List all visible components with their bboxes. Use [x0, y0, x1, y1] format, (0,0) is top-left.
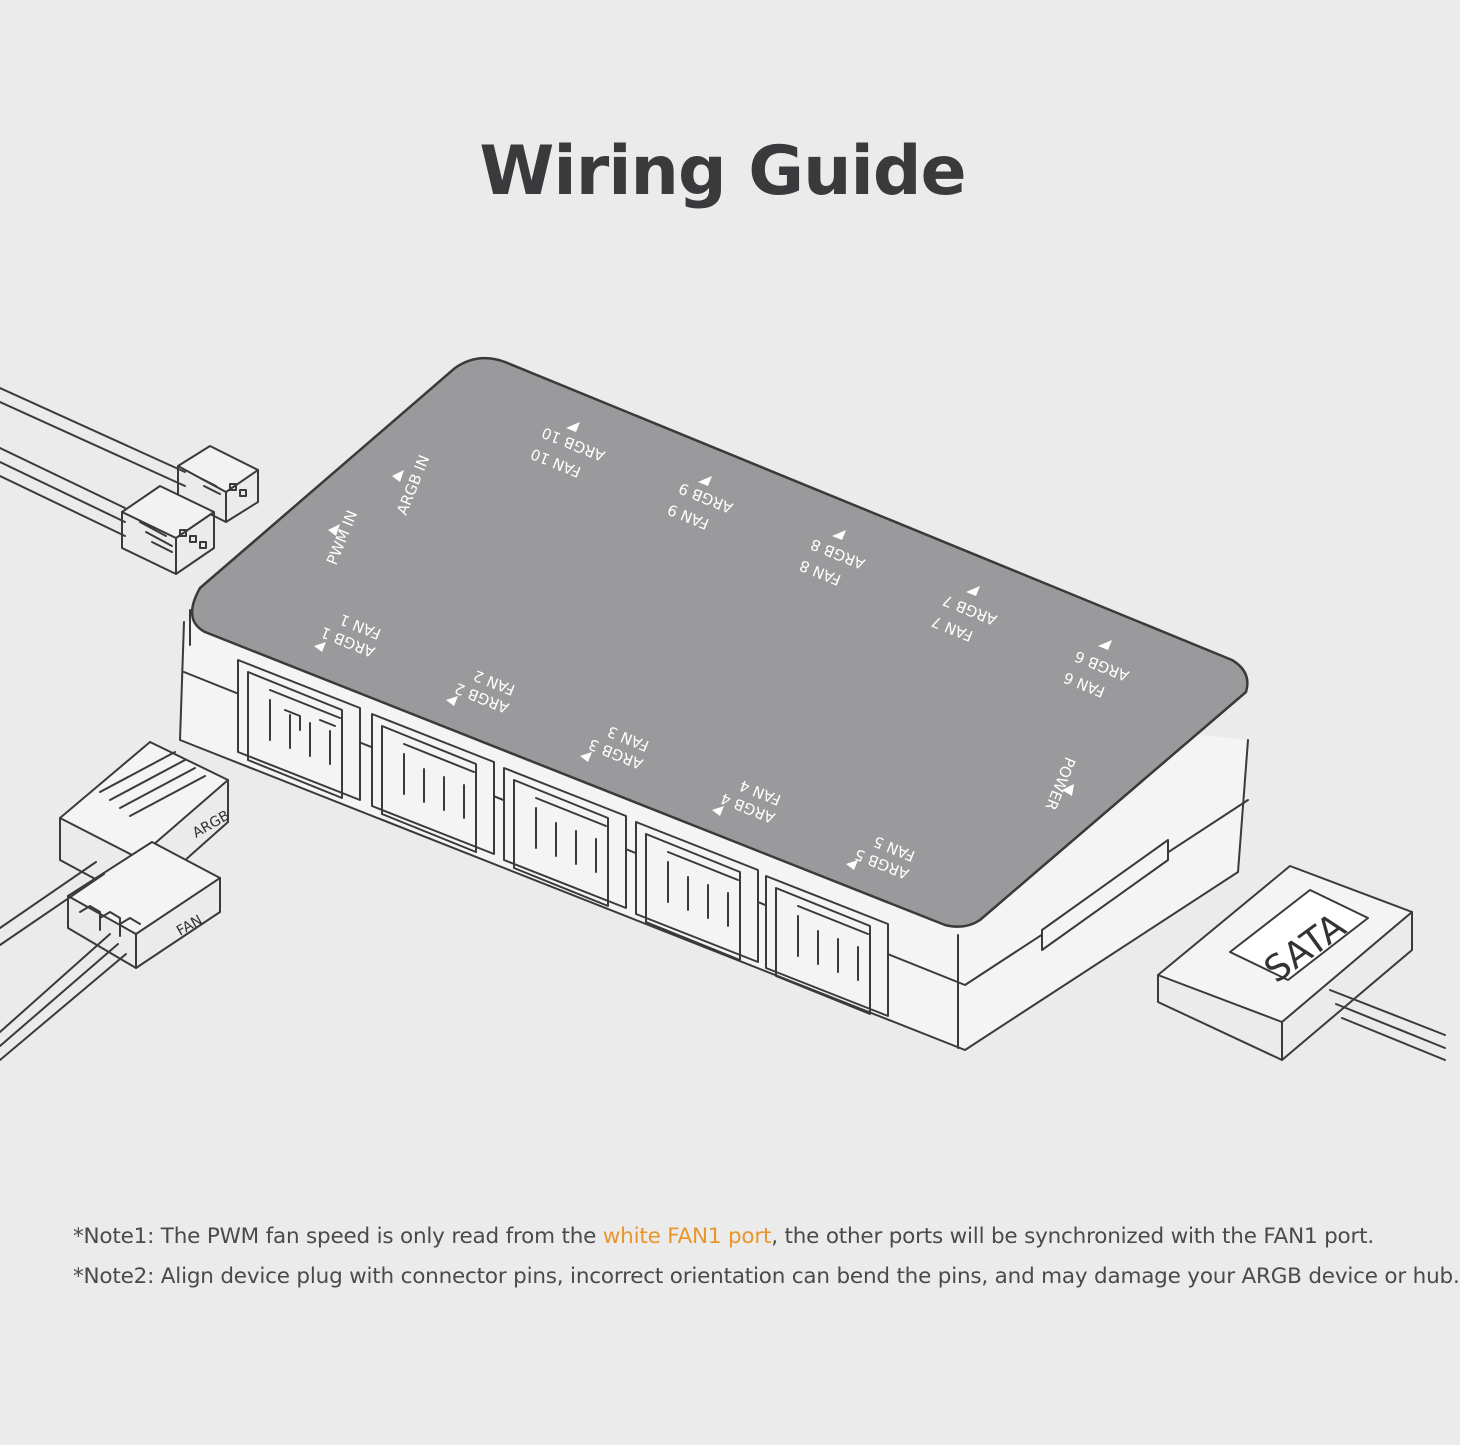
note-2: *Note2: Align device plug with connector… [73, 1264, 1460, 1289]
page-title: Wiring Guide [479, 132, 966, 211]
port-5 [765, 875, 889, 1017]
fan-ports [237, 659, 1169, 1017]
port-2 [371, 713, 495, 855]
pwm-in-plug [121, 485, 215, 575]
power-port [1041, 839, 1169, 951]
port-4 [635, 821, 759, 963]
port-1 [237, 659, 361, 801]
note-1-text: *Note1: The PWM fan speed is only read f… [73, 1224, 603, 1249]
sata-plug [1157, 865, 1446, 1061]
argb-in-plug [177, 445, 259, 523]
note-1-highlight: white FAN1 port [602, 1224, 772, 1249]
fan-connector-label: FAN [174, 912, 205, 939]
argb-fan-plug [0, 741, 229, 1061]
port-3 [503, 767, 627, 909]
port-markers [314, 422, 1112, 870]
note-1-text-end: , the other ports will be synchronized w… [771, 1224, 1374, 1249]
note-1: *Note1: The PWM fan speed is only read f… [73, 1225, 1413, 1249]
input-cables [0, 387, 186, 537]
notes: *Note1: The PWM fan speed is only read f… [73, 1225, 1460, 1305]
